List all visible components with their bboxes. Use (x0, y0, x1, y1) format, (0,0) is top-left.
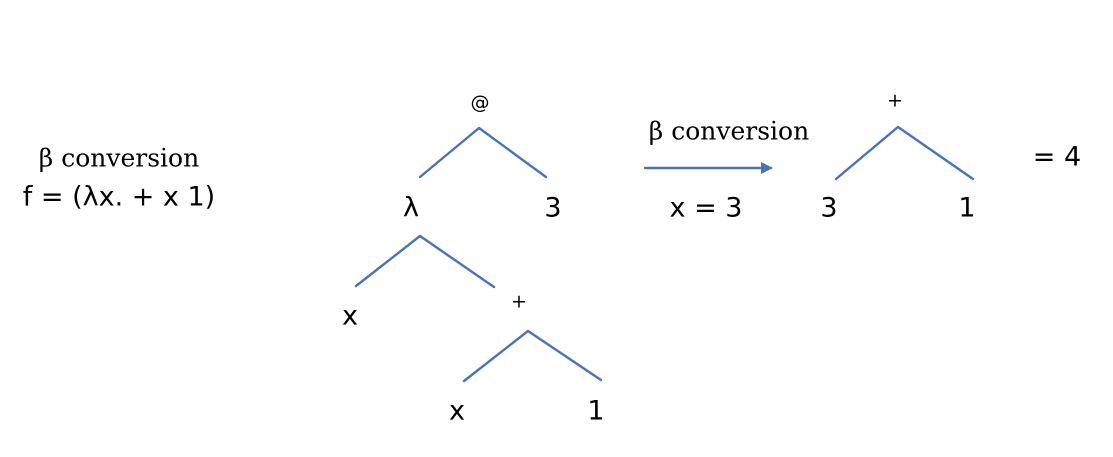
tree-before-body-op: + (511, 290, 527, 313)
edge-lambda-to-body (418, 234, 496, 289)
edge-after-root-to-left (834, 125, 900, 181)
arrow-label-bottom: x = 3 (669, 192, 743, 224)
tree-after-root: + (887, 89, 903, 112)
tree-before-body-right: 1 (587, 395, 605, 427)
tree-before-lambda: λ (403, 192, 419, 224)
left-heading: β conversion (38, 143, 200, 173)
edge-plus-to-x (462, 329, 530, 383)
tree-before-arg: 3 (544, 192, 562, 224)
result-value: = 4 (1032, 141, 1082, 173)
edge-root-to-arg (477, 126, 548, 179)
edge-after-root-to-right (896, 125, 975, 181)
tree-after-left: 3 (820, 192, 838, 224)
edge-plus-to-1 (526, 329, 603, 382)
tree-before-body-left: x (449, 395, 465, 427)
arrow-label-top: β conversion (648, 116, 810, 146)
tree-before-root: @ (470, 91, 490, 114)
tree-after-right: 1 (958, 192, 976, 224)
tree-before-param: x (342, 300, 358, 332)
edge-root-to-lambda (418, 126, 481, 179)
left-formula: f = (λx. + x 1) (22, 181, 216, 213)
edge-lambda-to-param (354, 234, 422, 288)
